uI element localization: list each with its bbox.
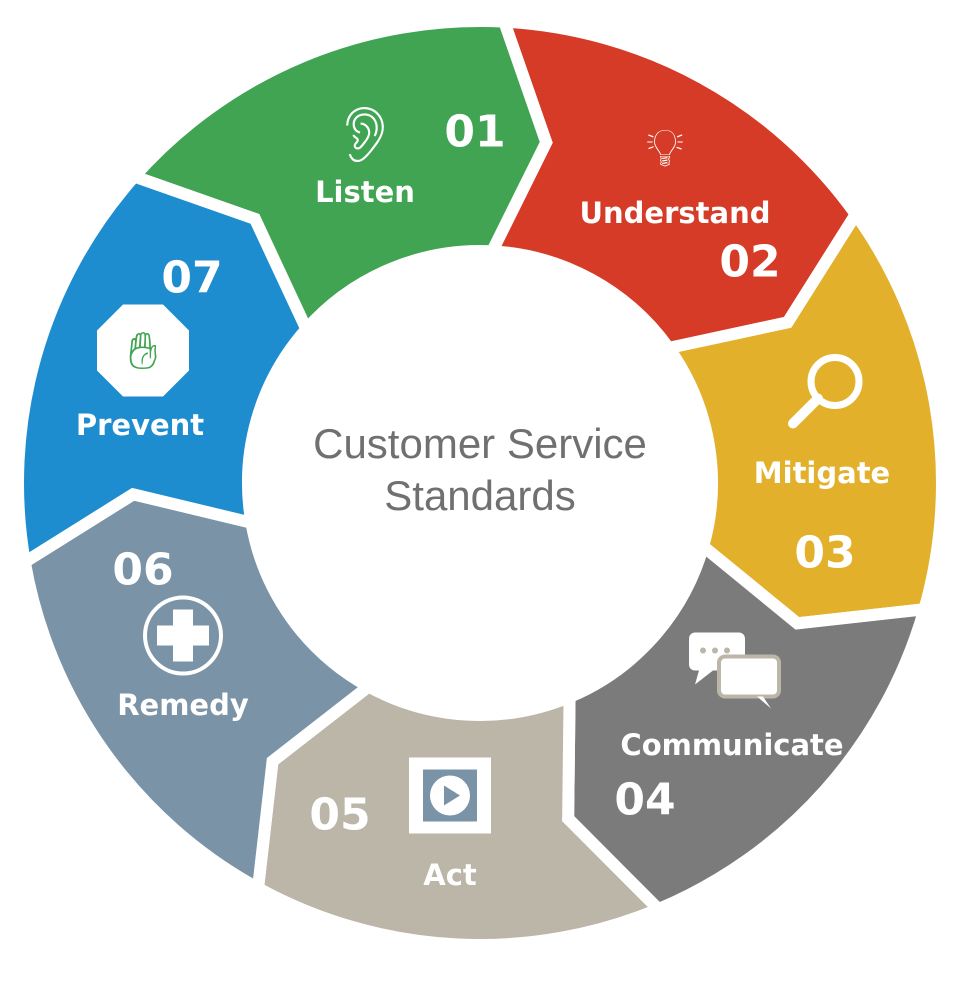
segment-listen [482, 15, 864, 355]
segment-number-06: 06 [112, 544, 174, 596]
segment-label-understand: Understand [579, 196, 771, 230]
lightbulb-icon: 💡︎ [646, 116, 684, 179]
segment-number-04: 04 [614, 774, 676, 826]
segment-label-communicate: Communicate [620, 728, 844, 762]
segment-label-prevent: Prevent [75, 408, 205, 442]
chat-bubbles-icon [687, 631, 783, 720]
segment-number-07: 07 [161, 252, 223, 304]
segment-label-mitigate: Mitigate [753, 456, 891, 490]
segment-label-act: Act [423, 858, 477, 892]
segment-label-remedy: Remedy [117, 688, 249, 722]
segment-understand [658, 203, 948, 630]
stop-hand-icon: ✋︎ [95, 303, 191, 408]
segment-label-listen: Listen [315, 175, 415, 209]
ear-icon: 👂︎ [330, 103, 400, 166]
segment-prevent [123, 15, 553, 340]
magnifier-icon [783, 346, 873, 445]
segment-number-03: 03 [794, 527, 856, 579]
center-title-line-2: Standards [384, 472, 576, 519]
video-play-icon [407, 756, 493, 845]
segment-mitigate [562, 535, 933, 917]
center-title: Customer Service Standards [313, 418, 647, 522]
segment-number-02: 02 [719, 236, 781, 288]
center-title-line-1: Customer Service [313, 420, 647, 467]
medical-cross-icon [141, 594, 225, 687]
segment-act [18, 487, 380, 898]
segment-number-05: 05 [309, 789, 371, 841]
segment-number-01: 01 [444, 106, 506, 158]
svg-text:✋︎: ✋︎ [128, 322, 158, 382]
